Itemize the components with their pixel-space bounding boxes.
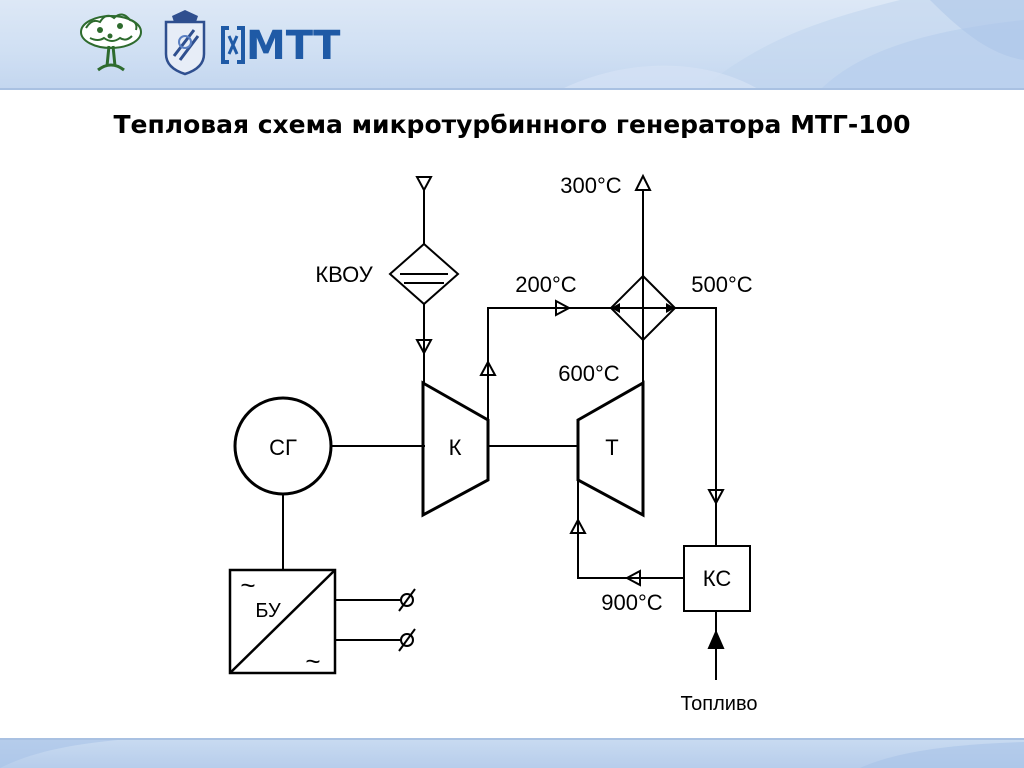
leaf-decoration: [560, 0, 1024, 90]
combustor-label: КС: [703, 566, 732, 591]
compressor-trapezoid: [421, 380, 490, 518]
compressor-outlet-arrow: [479, 359, 497, 376]
converter-label: БУ: [255, 600, 281, 622]
output-terminal-2-slash: [398, 628, 416, 652]
temp-label-600: 600°C: [558, 361, 620, 386]
converter-ac-out-symbol: ~: [305, 646, 320, 676]
output-terminal-1: [400, 593, 414, 607]
recuperator-arrow-left: [611, 303, 620, 313]
air-inlet-arrow: [415, 176, 433, 193]
compressor-label: К: [449, 435, 462, 460]
fuel-arrow: [707, 629, 725, 649]
converter-box: [228, 568, 337, 675]
combustor-outlet-arrow: [624, 569, 641, 587]
temp-label-900: 900°C: [601, 590, 663, 615]
temp-label-300: 300°C: [560, 173, 622, 198]
output-terminal-1-slash: [398, 588, 416, 612]
header-band: МТТ: [0, 0, 1024, 90]
fuel-label: Топливо: [681, 693, 758, 715]
combustor-outlet-line: [577, 480, 684, 579]
exhaust-arrow: [634, 173, 652, 191]
hot-air-arrow: [707, 489, 725, 506]
cold-air-arrow: [555, 299, 572, 317]
recuperator-arrow-right: [666, 303, 675, 313]
temp-label-500: 500°C: [691, 272, 753, 297]
hot-air-line: [675, 307, 717, 546]
header-divider: [0, 88, 1024, 90]
turbine-label: Т: [605, 435, 618, 460]
footer-leaf-decoration: [0, 738, 1024, 768]
shield-logo: [164, 10, 206, 76]
footer-band: [0, 738, 1024, 768]
footer-divider: [0, 738, 1024, 740]
converter-diagonal: [229, 569, 336, 674]
temp-label-200: 200°C: [515, 272, 577, 297]
turbine-trapezoid: [576, 380, 645, 518]
brand-text: МТТ: [246, 23, 341, 69]
filter-outlet-arrow: [415, 339, 433, 356]
converter-ac-in-symbol: ~: [240, 570, 255, 600]
air-filter-label: КВОУ: [315, 262, 373, 287]
output-terminal-2: [400, 633, 414, 647]
mtt-bracket-logo: [221, 26, 245, 64]
turbine-inlet-arrow: [569, 517, 587, 534]
tree-logo: [80, 13, 142, 72]
generator-label: СГ: [269, 435, 297, 460]
slide-title: Тепловая схема микротурбинного генератор…: [113, 110, 911, 139]
